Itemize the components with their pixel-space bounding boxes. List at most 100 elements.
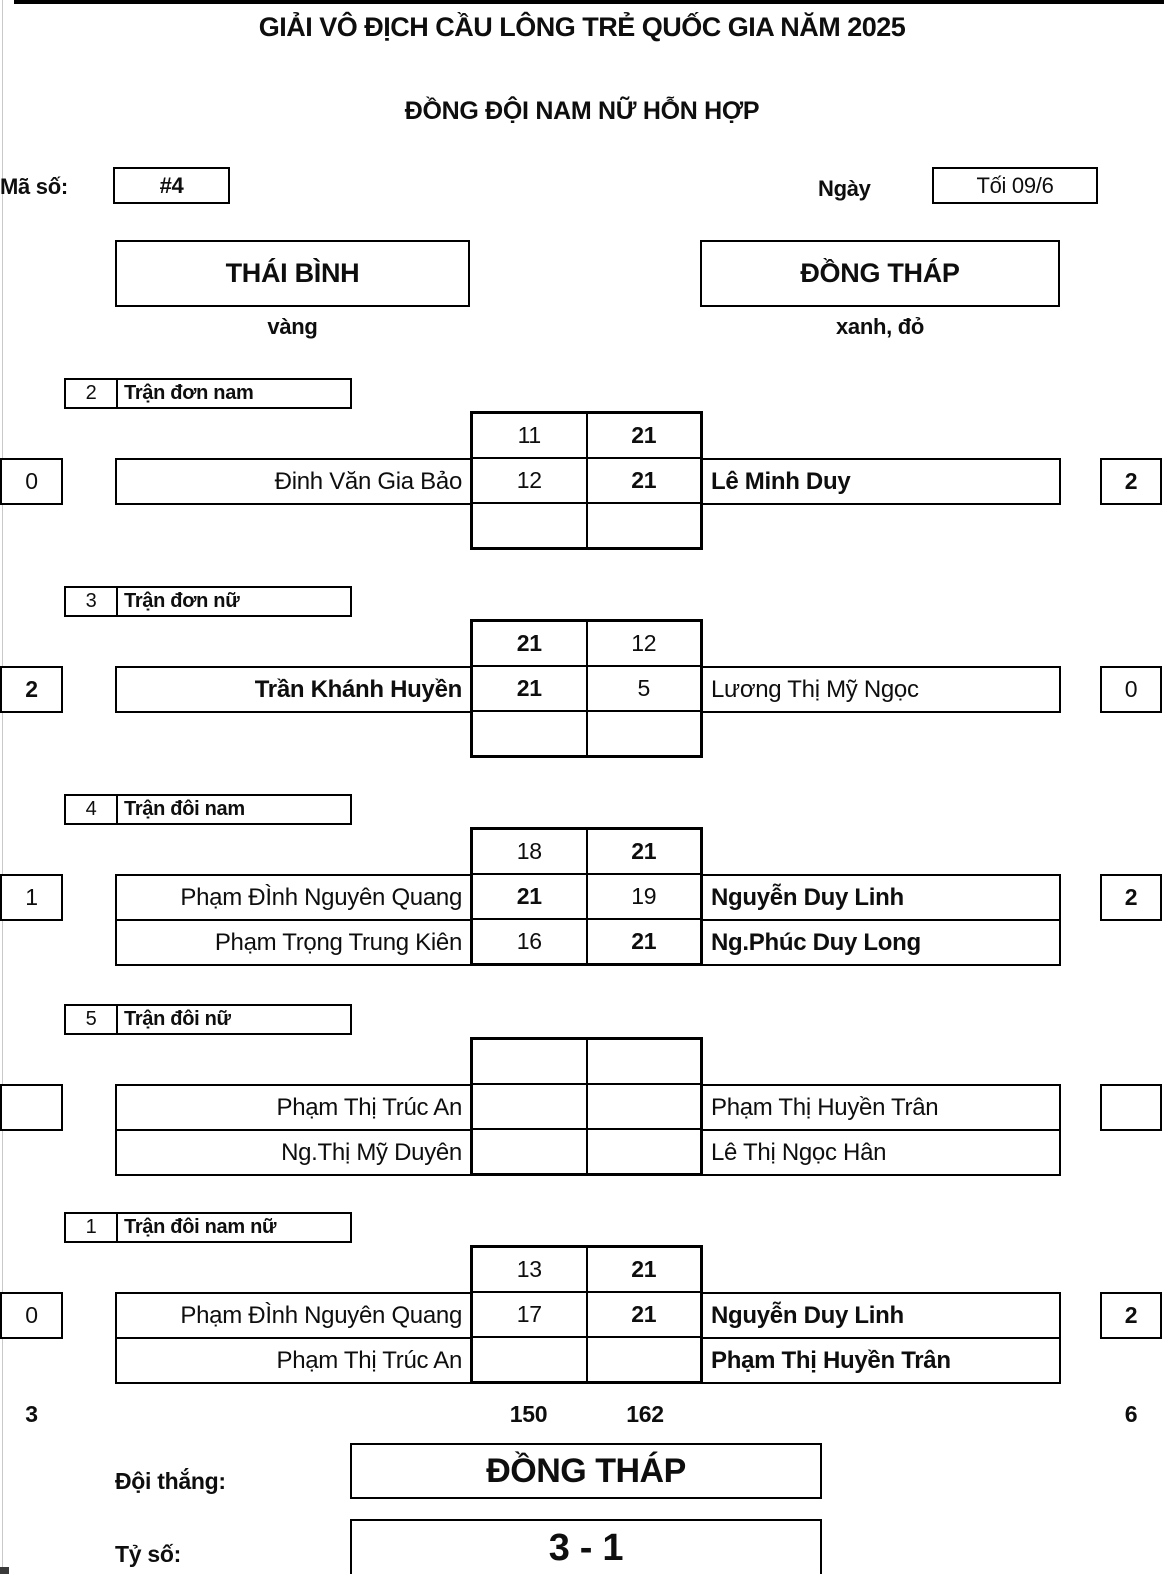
game-score-cell: 21 xyxy=(472,666,587,711)
left-player-name: Phạm ĐÌnh Nguyên Quang xyxy=(115,874,472,921)
right-match-result: 2 xyxy=(1100,1292,1162,1339)
left-match-result: 0 xyxy=(0,458,63,505)
match-order: 1 xyxy=(66,1214,118,1241)
match-type-label: Trận đôi nam xyxy=(124,798,245,820)
match-section-womens-singles: 3 Trận đơn nữ 21 12 21 5 Trần Khánh Huyề… xyxy=(0,586,1164,766)
left-team-total-matches: 3 xyxy=(25,1401,38,1427)
game-score-cell: 16 xyxy=(472,919,587,964)
left-player-name: Phạm Thị Trúc An xyxy=(115,1337,472,1384)
match-header: 1 Trận đôi nam nữ xyxy=(64,1212,352,1243)
winning-team-box: ĐỒNG THÁP xyxy=(350,1443,822,1499)
match-type-label: Trận đôi nữ xyxy=(124,1008,231,1030)
team-right-name-box: ĐỒNG THÁP xyxy=(700,240,1060,307)
match-code-box: #4 xyxy=(113,167,230,204)
final-score-label: Tỷ số: xyxy=(115,1541,181,1567)
match-order: 2 xyxy=(66,380,118,407)
event-subtitle: ĐỒNG ĐỘI NAM NỮ HỖN HỢP xyxy=(404,97,760,125)
match-section-mixed-doubles: 1 Trận đôi nam nữ 13 21 17 21 Phạm ĐÌnh … xyxy=(0,1212,1164,1392)
date-label: Ngày xyxy=(818,176,871,201)
game-score-cell xyxy=(586,1129,701,1174)
game-score-cell xyxy=(586,503,701,548)
game-score-cell xyxy=(586,1084,701,1129)
tournament-title: GIẢI VÔ ĐỊCH CẦU LÔNG TRẺ QUỐC GIA NĂM 2… xyxy=(258,12,906,42)
game-score-cell: 17 xyxy=(472,1292,587,1337)
match-header: 3 Trận đơn nữ xyxy=(64,586,352,617)
match-section-womens-doubles: 5 Trận đôi nữ Phạm Thị Trúc An Ng.Thị Mỹ… xyxy=(0,1004,1164,1184)
left-match-result: 0 xyxy=(0,1292,63,1339)
code-label: Mã số: xyxy=(0,174,68,199)
game-score-cell: 19 xyxy=(586,874,701,919)
right-player-name: Phạm Thị Huyền Trân xyxy=(701,1337,1061,1384)
match-order: 5 xyxy=(66,1006,118,1033)
right-player-name: Lê Thị Ngọc Hân xyxy=(701,1129,1061,1176)
game-score-cell: 18 xyxy=(472,829,587,874)
game-score-cell: 5 xyxy=(586,666,701,711)
right-player-name: Nguyễn Duy Linh xyxy=(701,1292,1061,1339)
game-score-cell: 21 xyxy=(586,829,701,874)
score-grid: 13 21 17 21 xyxy=(470,1245,703,1384)
game-score-cell xyxy=(586,1337,701,1382)
winner-label: Đội thắng: xyxy=(115,1468,226,1494)
left-player-name: Trần Khánh Huyền xyxy=(115,666,472,713)
final-score-box: 3 - 1 xyxy=(350,1519,822,1574)
left-player-name: Phạm ĐÌnh Nguyên Quang xyxy=(115,1292,472,1339)
game-score-cell xyxy=(586,1039,701,1084)
right-match-result: 2 xyxy=(1100,458,1162,505)
game-score-cell xyxy=(472,1084,587,1129)
game-score-cell: 13 xyxy=(472,1247,587,1292)
right-player-name: Lê Minh Duy xyxy=(701,458,1061,505)
game-score-cell: 11 xyxy=(472,413,587,458)
left-match-result: 2 xyxy=(0,666,63,713)
match-type-label: Trận đơn nữ xyxy=(124,590,240,612)
date-value-box: Tối 09/6 xyxy=(932,167,1098,204)
game-score-cell: 21 xyxy=(586,1247,701,1292)
right-team-total-points: 162 xyxy=(626,1401,664,1427)
game-score-cell: 21 xyxy=(472,874,587,919)
match-type-label: Trận đôi nam nữ xyxy=(124,1216,277,1238)
game-score-cell xyxy=(472,503,587,548)
game-score-cell: 21 xyxy=(472,621,587,666)
team-right-color: xanh, đỏ xyxy=(835,314,925,339)
right-match-result: 2 xyxy=(1100,874,1162,921)
team-left-color: vàng xyxy=(267,314,318,339)
score-grid: 11 21 12 21 xyxy=(470,411,703,550)
game-score-cell: 12 xyxy=(586,621,701,666)
right-player-name: Ng.Phúc Duy Long xyxy=(701,919,1061,966)
corner-mark xyxy=(0,1567,9,1574)
left-player-name: Đinh Văn Gia Bảo xyxy=(115,458,472,505)
match-section-mens-singles: 2 Trận đơn nam 11 21 12 21 Đinh Văn Gia … xyxy=(0,378,1164,558)
match-order: 3 xyxy=(66,588,118,615)
left-player-name: Phạm Thị Trúc An xyxy=(115,1084,472,1131)
right-player-name: Lương Thị Mỹ Ngọc xyxy=(701,666,1061,713)
right-team-total-matches: 6 xyxy=(1124,1401,1138,1427)
game-score-cell: 12 xyxy=(472,458,587,503)
game-score-cell: 21 xyxy=(586,919,701,964)
team-left-name-box: THÁI BÌNH xyxy=(115,240,470,307)
score-grid: 21 12 21 5 xyxy=(470,619,703,758)
left-team-total-points: 150 xyxy=(509,1401,548,1427)
right-player-name: Phạm Thị Huyền Trân xyxy=(701,1084,1061,1131)
game-score-cell xyxy=(586,711,701,756)
match-order: 4 xyxy=(66,796,118,823)
left-match-result: 1 xyxy=(0,874,63,921)
right-player-name: Nguyễn Duy Linh xyxy=(701,874,1061,921)
score-grid: 18 21 21 19 16 21 xyxy=(470,827,703,966)
game-score-cell xyxy=(472,1039,587,1084)
match-header: 2 Trận đơn nam xyxy=(64,378,352,409)
right-match-result xyxy=(1100,1084,1162,1131)
game-score-cell xyxy=(472,711,587,756)
match-type-label: Trận đơn nam xyxy=(124,382,254,404)
match-section-mens-doubles: 4 Trận đôi nam 18 21 21 19 16 21 Phạm ĐÌ… xyxy=(0,794,1164,974)
right-match-result: 0 xyxy=(1100,666,1162,713)
left-match-result xyxy=(0,1084,63,1131)
left-player-name: Phạm Trọng Trung Kiên xyxy=(115,919,472,966)
page-edge-line xyxy=(2,0,3,1574)
left-player-name: Ng.Thị Mỹ Duyên xyxy=(115,1129,472,1176)
game-score-cell: 21 xyxy=(586,1292,701,1337)
game-score-cell xyxy=(472,1337,587,1382)
game-score-cell: 21 xyxy=(586,413,701,458)
match-header: 4 Trận đôi nam xyxy=(64,794,352,825)
game-score-cell: 21 xyxy=(586,458,701,503)
game-score-cell xyxy=(472,1129,587,1174)
